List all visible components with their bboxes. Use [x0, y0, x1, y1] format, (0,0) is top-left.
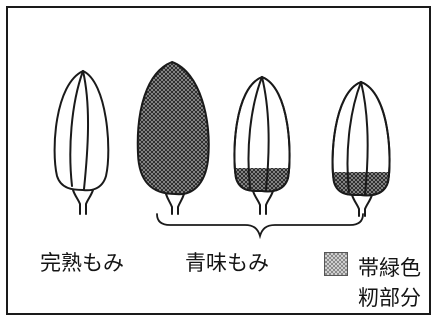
green-grain-full [136, 60, 210, 215]
legend-label: 帯緑色 籾部分 [358, 253, 421, 313]
green-grain-partial-1 [233, 75, 291, 215]
group-brace [156, 213, 364, 240]
green-grain-partial-2 [331, 80, 391, 217]
mature-grain-label: 完熟もみ [40, 251, 124, 275]
legend-label-line1: 帯緑色 [358, 256, 421, 280]
green-grain-label: 青味もみ [185, 251, 269, 275]
legend-label-line2: 籾部分 [358, 286, 421, 310]
mature-grain-1 [53, 69, 110, 215]
legend-swatch [324, 252, 348, 276]
